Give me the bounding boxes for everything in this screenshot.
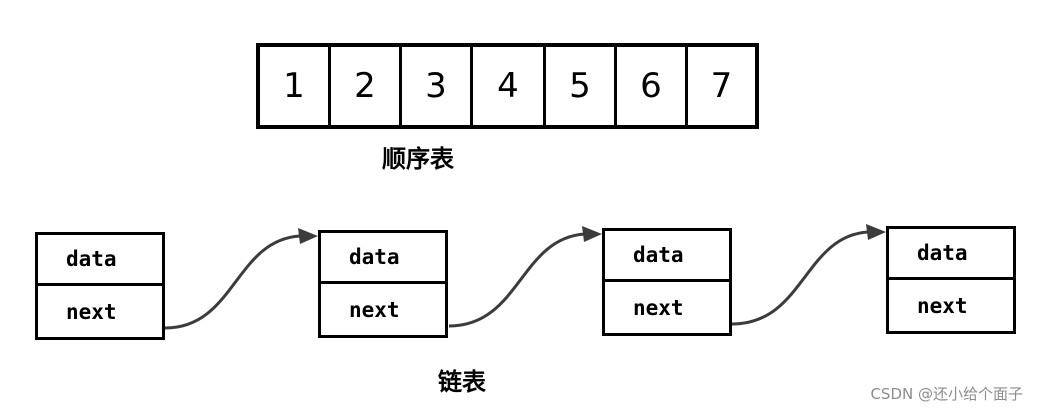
node-data-field: data	[321, 233, 445, 284]
node-data-field: data	[889, 229, 1013, 280]
array-cell: 6	[617, 47, 688, 125]
array-cell: 4	[473, 47, 546, 125]
arrowhead-icon	[298, 228, 318, 244]
array-cell: 2	[331, 47, 402, 125]
array-cell: 5	[546, 47, 617, 125]
linked-list-caption: 链表	[438, 368, 486, 396]
sequential-list-caption: 顺序表	[382, 145, 454, 173]
node-data-field: data	[605, 231, 729, 282]
linked-list-node-4: data next	[886, 226, 1016, 334]
next-pointer-arrow-2	[448, 232, 586, 328]
linked-list-node-2: data next	[318, 230, 448, 338]
node-data-field: data	[38, 235, 162, 286]
sequential-list-array: 1 2 3 4 5 6 7	[256, 43, 759, 129]
arrowhead-icon	[582, 226, 602, 242]
linked-list-node-3: data next	[602, 228, 732, 336]
arrowhead-icon	[866, 224, 886, 240]
node-next-field: next	[349, 297, 400, 322]
node-next-field: next	[66, 299, 117, 324]
next-pointer-arrow-1	[164, 234, 301, 330]
node-next-field: next	[633, 295, 684, 320]
next-pointer-arrow-3	[731, 230, 869, 326]
array-cell: 7	[710, 66, 733, 106]
array-cell: 1	[260, 47, 331, 125]
linked-list-node-1: data next	[35, 232, 165, 340]
node-next-field: next	[917, 293, 968, 318]
watermark: CSDN @还小给个面子	[870, 385, 1023, 403]
array-cell: 3	[402, 47, 473, 125]
